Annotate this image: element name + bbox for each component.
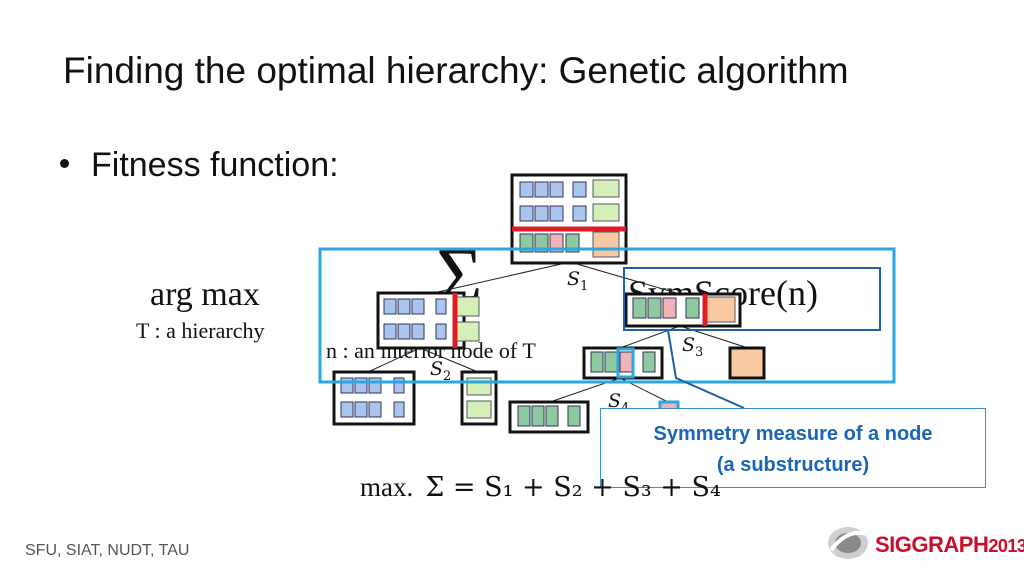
label-s3: S3 [682, 334, 704, 360]
label-s1: S1 [567, 268, 589, 294]
label-s2: S2 [430, 358, 452, 384]
equation-body: Σ = S₁ + S₂ + S₃ + S₄ [425, 472, 721, 503]
slide-title: Finding the optimal hierarchy: Genetic a… [63, 50, 849, 91]
highlight-frame-symscore [623, 267, 881, 331]
logo-year: 2013 [988, 536, 1024, 556]
footer-affiliations: SFU, SIAT, NUDT, TAU [25, 542, 190, 559]
symmetry-callout: Symmetry measure of a node (a substructu… [600, 408, 986, 488]
edge-left-a [367, 347, 421, 373]
equation-label: max. [360, 472, 414, 502]
callout-line-1: Symmetry measure of a node [653, 423, 933, 445]
edge-root-left [419, 261, 571, 297]
bullet-dot [60, 158, 69, 168]
tree-node-left [376, 291, 480, 350]
callout-line-2: (a substructure) [716, 454, 870, 476]
bullet-text: Fitness function: [91, 146, 339, 184]
bullet-fitness-function: Fitness function: [60, 146, 339, 185]
tree-node-right-b [728, 346, 766, 380]
highlight-frame-large [318, 247, 896, 384]
callout-pointer [667, 329, 745, 409]
logo-word: SIGGRAPH [875, 532, 989, 557]
hierarchy-definition: T : a hierarchy [136, 318, 265, 343]
tree-node-left-a [332, 370, 416, 426]
tree-node-right-a [582, 346, 664, 380]
sum-equation: max. Σ = S₁ + S₂ + S₃ + S₄ [360, 472, 721, 503]
siggraph-logo-icon [828, 527, 868, 559]
argmax-text: arg max [150, 276, 260, 313]
tree-node-right [624, 292, 742, 328]
tree-node-bottom-a [508, 400, 590, 434]
edge-left-b [419, 347, 479, 373]
tree-node-left-b [460, 370, 498, 426]
siggraph-logo-text: SIGGRAPH2013 [875, 532, 1024, 558]
